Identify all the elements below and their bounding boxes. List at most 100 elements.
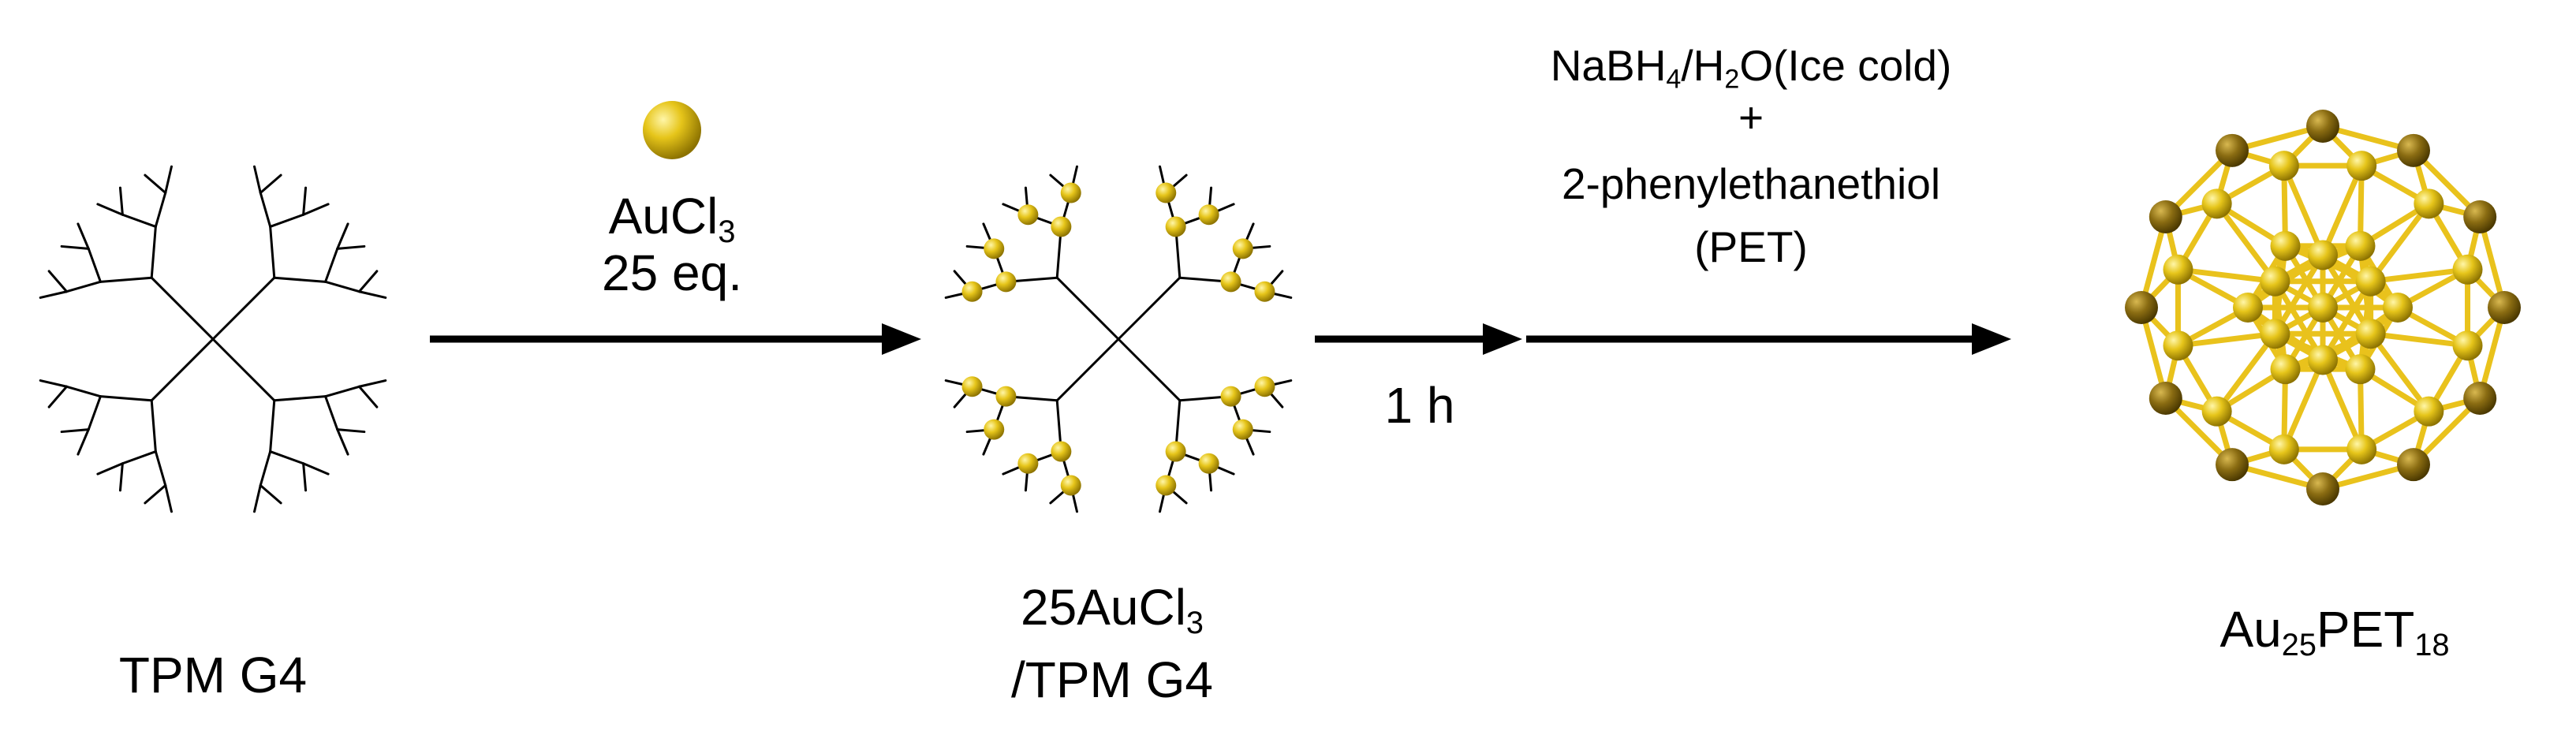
sulfur-atom — [2216, 448, 2249, 482]
au-ion-ball — [1165, 216, 1186, 237]
dendrimer-bond — [150, 399, 157, 453]
dendrimer-bond — [118, 186, 124, 216]
reductant-formula: NaBH4/H2O(Ice cold) — [1550, 41, 1952, 93]
au-ion-ball — [984, 238, 1005, 259]
au-ion-ball — [1155, 182, 1177, 203]
cluster-bond — [2320, 253, 2373, 336]
reductant-label: NaBH4/H2O(Ice cold) — [1475, 41, 2027, 93]
gold-atom — [2268, 151, 2299, 181]
au-ion-ball — [1155, 475, 1177, 496]
sulfur-atom — [2149, 200, 2182, 233]
intermediate-label-line2: /TPM G4 — [1010, 651, 1214, 708]
dendrimer-bond — [99, 276, 153, 283]
gold-atom — [2355, 266, 2386, 297]
plus-sign: + — [1738, 93, 1764, 142]
dendrimer-bond — [65, 280, 102, 293]
dendrimer-bond — [324, 247, 339, 283]
dendrimer-bond — [253, 165, 262, 195]
au-ion-ball — [1198, 453, 1219, 474]
au-ion-ball — [1254, 376, 1275, 397]
gold-atom — [2452, 254, 2483, 285]
cluster-bond — [2368, 332, 2432, 413]
cluster-bond — [2272, 253, 2325, 336]
dendrimer-bond — [96, 203, 124, 216]
sulfur-atom — [2306, 110, 2339, 143]
cluster-bond — [2320, 164, 2365, 256]
au25-cluster-atoms — [2125, 110, 2521, 505]
arrow-step2a — [1315, 323, 1522, 355]
sulfur-atom — [2397, 133, 2430, 167]
au-ion-ball — [1017, 204, 1039, 226]
dendrimer-bond — [47, 270, 69, 293]
au-ion-ball — [1060, 475, 1081, 496]
loaded-dendrimer — [944, 165, 1293, 513]
cluster-bond — [2370, 330, 2468, 349]
dendrimer-bond — [357, 385, 379, 408]
dendrimer-bond — [47, 385, 69, 408]
cluster-bond — [2368, 202, 2432, 283]
sulfur-atom — [2149, 382, 2182, 415]
reaction-time: 1 h — [1384, 377, 1455, 434]
dendrimer-bond — [324, 395, 339, 431]
cluster-bond — [2281, 359, 2326, 451]
formula-part: PET — [2316, 601, 2415, 658]
sulfur-atom — [2488, 291, 2521, 324]
dendrimer-bond — [259, 450, 272, 487]
dendrimer-bond — [99, 395, 153, 402]
gold-atom — [2268, 434, 2299, 464]
cluster-bond — [2214, 332, 2278, 413]
dendrimer-bond — [336, 428, 366, 434]
thiol-abbreviation: (PET) — [1694, 222, 1808, 271]
au-ion-ball — [1198, 204, 1219, 226]
dendrimer-bond — [118, 462, 124, 492]
au-ion-ball — [961, 281, 983, 302]
au-ion-ball — [961, 376, 983, 397]
gold-atom — [2163, 330, 2193, 361]
gold-atom — [2414, 188, 2444, 219]
formula-part: Au — [2219, 601, 2282, 658]
gold-atom — [2345, 230, 2376, 261]
gold-atom — [2270, 230, 2301, 261]
dendrimer-bond — [357, 379, 387, 388]
dendrimer-bond — [336, 428, 349, 456]
dendrimer-bond — [154, 450, 167, 487]
dendrimer-bond — [273, 276, 327, 283]
dendrimer-bond — [154, 192, 167, 228]
au-ion-ball — [1060, 182, 1081, 203]
dendrimer-bond — [336, 244, 366, 250]
dendrimer-bond — [1117, 276, 1182, 341]
dendrimer-bond — [269, 225, 276, 279]
au-ion-ball — [1220, 386, 1241, 407]
dendrimer-bond — [211, 276, 276, 341]
gold-atom — [2308, 240, 2338, 270]
cluster-bond — [2214, 202, 2278, 283]
dendrimer-bond — [357, 290, 387, 299]
dendrimer-bond — [121, 450, 157, 465]
dendrimer-bond — [269, 399, 276, 453]
dendrimer-bond — [336, 222, 349, 250]
formula-part: NaBH — [1550, 41, 1667, 90]
cluster-bond — [2281, 164, 2326, 256]
reagent-aucl3: AuCl3 — [608, 188, 736, 250]
intermediate-label-line1: 25AuCl3 — [1021, 579, 1204, 641]
formula-part: 18 — [2414, 628, 2450, 663]
dendrimer-bond — [96, 462, 124, 476]
au-ion-ball — [1254, 281, 1275, 302]
reagent-equivalents: 25 eq. — [602, 244, 742, 301]
cluster-bond — [2320, 359, 2365, 451]
dendrimer-bond — [87, 395, 102, 431]
dendrimer-bond — [121, 213, 157, 228]
dendrimer-bond — [65, 385, 102, 398]
gold-atom — [2260, 319, 2290, 349]
dendrimer-bond — [253, 483, 262, 513]
au-ion-ball — [984, 419, 1005, 440]
gold-atom — [2346, 434, 2377, 464]
gold-atom — [2452, 330, 2483, 361]
cluster-bond — [2320, 279, 2373, 362]
dendrimer-bond — [1055, 338, 1120, 402]
gold-atom — [2355, 319, 2386, 349]
sulfur-atom — [2463, 200, 2497, 233]
dendrimer-bond — [164, 483, 173, 513]
